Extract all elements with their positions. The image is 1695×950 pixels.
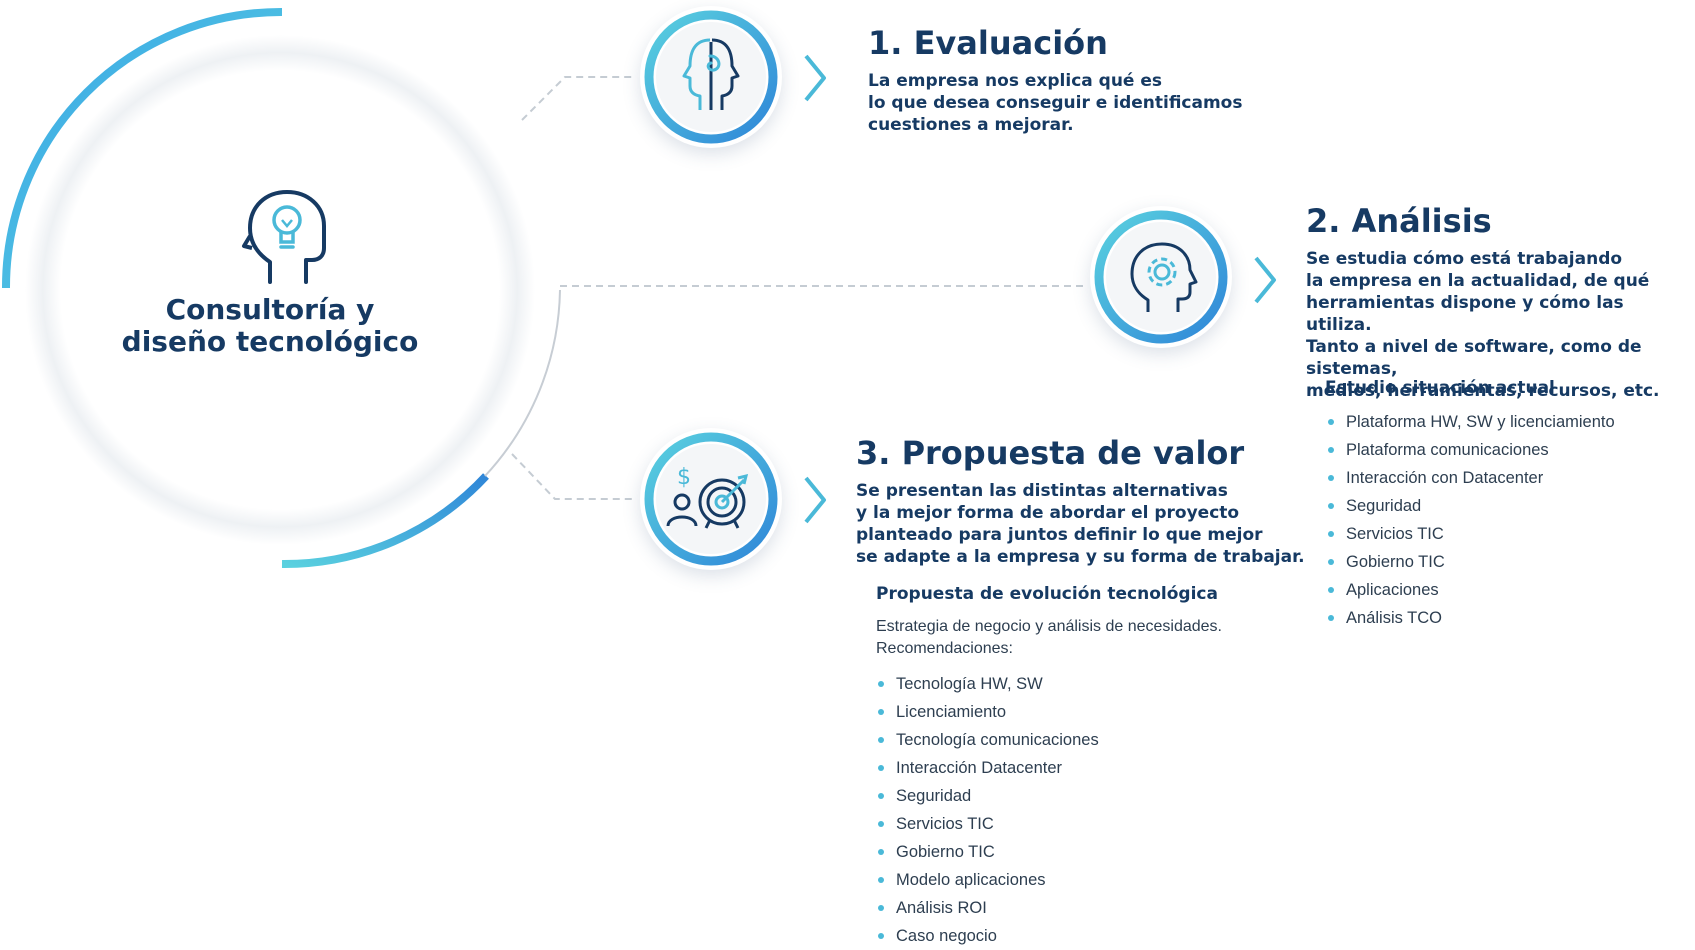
node-propuesta: $ <box>640 428 782 570</box>
connector-evaluacion <box>521 76 632 121</box>
list-item: Plataforma comunicaciones <box>1326 436 1615 464</box>
center-title-line2: diseño tecnológico <box>121 325 419 358</box>
node-analisis <box>1090 206 1232 348</box>
step-title-evaluacion: 1. Evaluación <box>868 24 1108 62</box>
bullet-dot <box>1328 503 1334 509</box>
bullet-dot <box>1328 615 1334 621</box>
bullet-dot <box>1328 531 1334 537</box>
bullet-dot <box>1328 419 1334 425</box>
thin-arc <box>484 289 561 477</box>
step-description-analisis: Se estudia cómo está trabajando la empre… <box>1306 249 1660 401</box>
bullet-dot <box>1328 475 1334 481</box>
list-item: Licenciamiento <box>876 698 1099 726</box>
head-spiral-icon <box>682 38 740 110</box>
bullet-dot <box>1328 559 1334 565</box>
list-item: Gobierno TIC <box>876 838 1099 866</box>
bullet-dot <box>878 681 884 687</box>
subsection-title-analisis: Estudio situación actual <box>1325 378 1555 398</box>
step-description-evaluacion: La empresa nos explica qué es lo que des… <box>868 71 1243 135</box>
center-soft-ring <box>25 35 535 545</box>
list-item: Tecnología HW, SW <box>876 670 1099 698</box>
chevron-right-icon <box>1254 256 1276 304</box>
bullet-dot <box>878 849 884 855</box>
subsection-title-propuesta: Propuesta de evolución tecnológica <box>876 584 1218 604</box>
list-item: Interacción Datacenter <box>876 754 1099 782</box>
center-title-line1: Consultoría y <box>165 293 375 326</box>
chevron-right-icon <box>804 476 826 524</box>
list-item: Seguridad <box>1326 492 1615 520</box>
bullet-dot <box>878 821 884 827</box>
bullet-dot <box>878 737 884 743</box>
target-dollar-person-icon: $ <box>666 465 749 529</box>
bullet-dot <box>878 765 884 771</box>
bullet-dot <box>878 933 884 939</box>
analisis-item-list: Plataforma HW, SW y licenciamiento Plata… <box>1326 408 1615 632</box>
list-item: Análisis ROI <box>876 894 1099 922</box>
bullet-dot <box>878 877 884 883</box>
list-item: Tecnología comunicaciones <box>876 726 1099 754</box>
node-ring <box>1094 210 1228 344</box>
outer-arc-top <box>1 7 283 289</box>
step-description-propuesta: Se presentan las distintas alternativas … <box>856 481 1305 567</box>
bullet-dot <box>878 709 884 715</box>
center-title: Consultoría y diseño tecnológico <box>110 294 430 358</box>
step-title-analisis: 2. Análisis <box>1306 202 1492 240</box>
list-item: Aplicaciones <box>1326 576 1615 604</box>
list-item: Caso negocio <box>876 922 1099 950</box>
list-item: Plataforma HW, SW y licenciamiento <box>1326 408 1615 436</box>
list-item: Servicios TIC <box>876 810 1099 838</box>
list-item: Interacción con Datacenter <box>1326 464 1615 492</box>
list-item: Servicios TIC <box>1326 520 1615 548</box>
step-title-propuesta: 3. Propuesta de valor <box>856 434 1245 472</box>
bullet-dot <box>1328 587 1334 593</box>
svg-text:$: $ <box>677 465 691 490</box>
list-item: Análisis TCO <box>1326 604 1615 632</box>
propuesta-intro: Estrategia de negocio y análisis de nece… <box>876 618 1222 657</box>
list-item: Modelo aplicaciones <box>876 866 1099 894</box>
bullet-dot <box>878 905 884 911</box>
chevron-right-icon <box>804 54 826 102</box>
propuesta-item-list: Tecnología HW, SW Licenciamiento Tecnolo… <box>876 670 1099 950</box>
head-gear-icon <box>1130 242 1198 312</box>
bullet-dot <box>1328 447 1334 453</box>
node-evaluacion <box>640 6 782 148</box>
connector-propuesta <box>511 453 632 500</box>
bullet-dot <box>878 793 884 799</box>
list-item: Seguridad <box>876 782 1099 810</box>
lightbulb-head-icon <box>240 186 330 286</box>
outer-arc-bottom <box>281 473 489 569</box>
list-item: Gobierno TIC <box>1326 548 1615 576</box>
